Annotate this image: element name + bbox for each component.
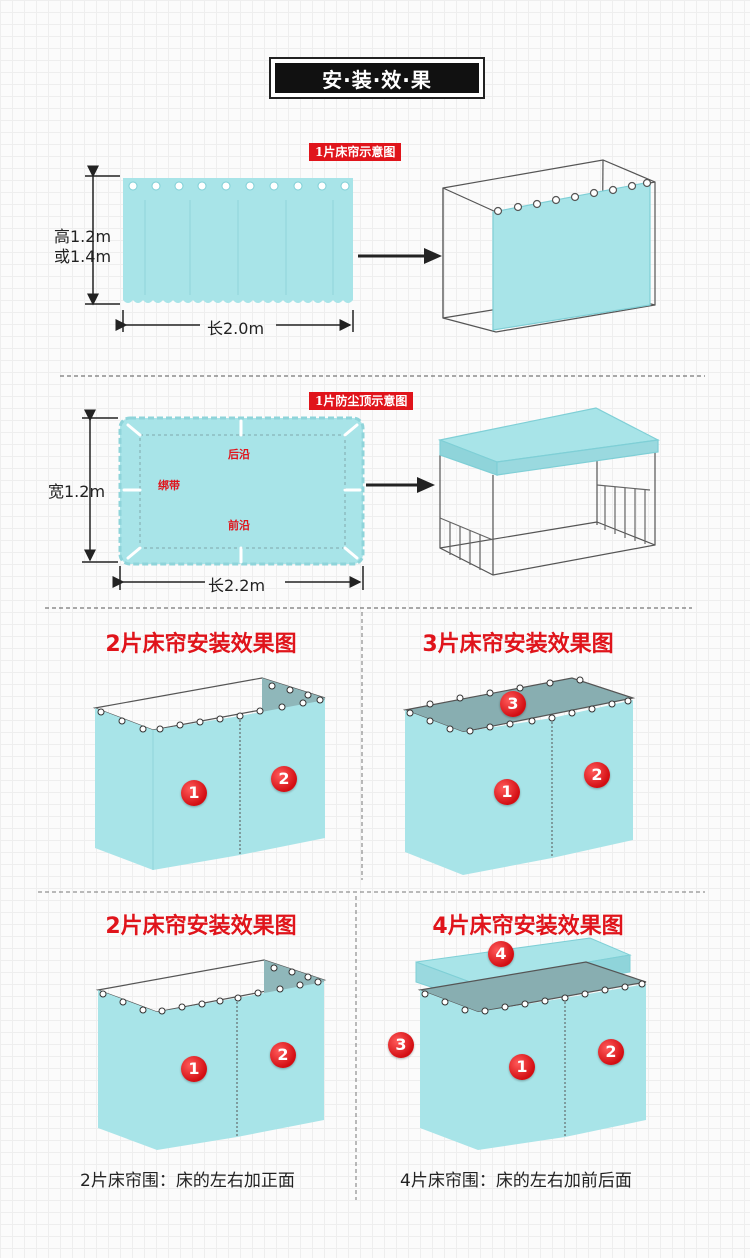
- badge-curtain-2: 2: [584, 762, 610, 788]
- length-dimension-line: [115, 310, 354, 332]
- length-label: 长2.0m: [207, 319, 265, 338]
- badge-curtain-2: 2: [598, 1039, 624, 1065]
- tie-straps: [122, 419, 362, 564]
- curtain-panel-flat: [123, 178, 353, 303]
- caption-four-curtains: 4片床帘围：床的左右加前后面: [400, 1171, 632, 1191]
- panel-title-three-curtains: 3片床帘安装效果图: [422, 632, 614, 657]
- badge-curtain-2: 2: [270, 1042, 296, 1068]
- badge-curtain-3: 3: [388, 1032, 414, 1058]
- tie-strap-label: 绑带: [158, 479, 180, 492]
- curtain-grommets: [128, 181, 350, 191]
- height-label: 高1.2m: [54, 227, 112, 246]
- section-title: 安·装·效·果: [275, 63, 479, 93]
- badge-curtain-1: 1: [494, 779, 520, 805]
- front-edge-label: 前沿: [228, 519, 250, 532]
- height-label-alt: 或1.4m: [54, 247, 112, 266]
- badge-curtain-1: 1: [181, 1056, 207, 1082]
- badge-curtain-1: 1: [509, 1054, 535, 1080]
- bed-four-curtains: [415, 937, 647, 1150]
- length-label-2: 长2.2m: [208, 576, 266, 595]
- badge-curtain-3: 3: [500, 691, 526, 717]
- length-dimension-line-2: [112, 566, 364, 590]
- dust-cover-diagram-tag: 1片防尘顶示意图: [309, 392, 414, 410]
- width-dimension-line: [82, 409, 118, 563]
- bed-frame-with-dust-cover: [437, 407, 660, 576]
- bed-frame-with-curtain: [442, 159, 656, 333]
- back-edge-label: 后沿: [228, 448, 250, 461]
- height-dimension-line: [85, 165, 120, 306]
- badge-curtain-4: 4: [488, 941, 514, 967]
- arrow-right-icon: [358, 248, 442, 264]
- panel-title-four-curtains: 4片床帘安装效果图: [432, 914, 624, 939]
- curtain-diagram-tag: 1片床帘示意图: [309, 143, 402, 161]
- dust-cover-flat: [118, 416, 365, 566]
- section-title-box: 安·装·效·果: [269, 57, 485, 99]
- caption-two-curtains: 2片床帘围：床的左右加正面: [80, 1171, 295, 1191]
- badge-curtain-1: 1: [181, 780, 207, 806]
- arrow-right-icon: [366, 477, 435, 493]
- width-label: 宽1.2m: [48, 482, 106, 501]
- badge-curtain-2: 2: [271, 766, 297, 792]
- panel-title-two-curtains: 2片床帘安装效果图: [105, 632, 297, 657]
- panel-title-two-curtains-alt: 2片床帘安装效果图: [105, 914, 297, 939]
